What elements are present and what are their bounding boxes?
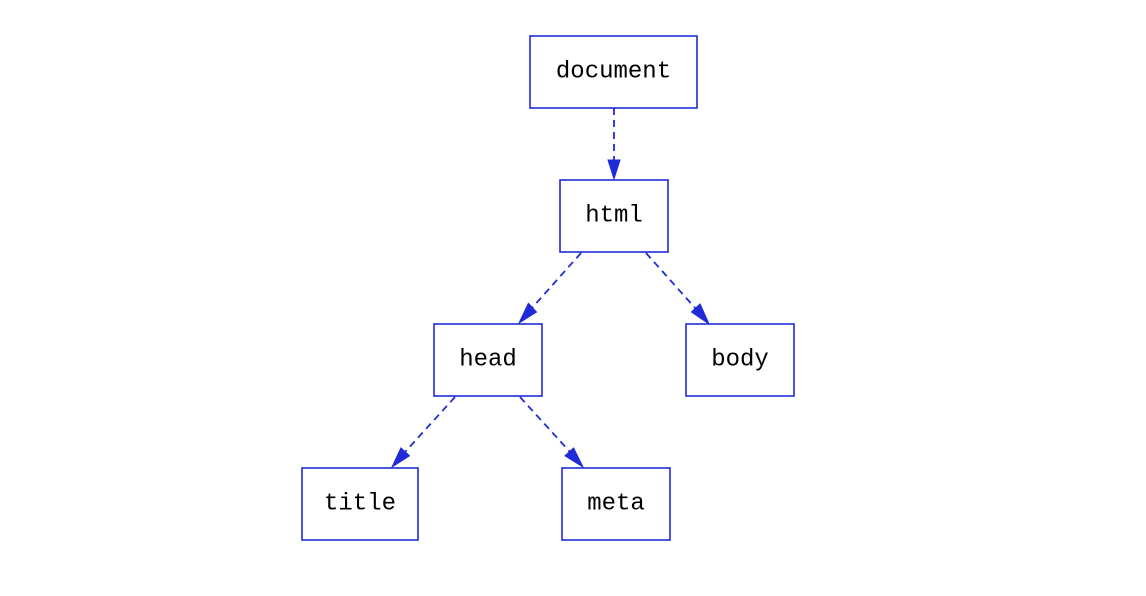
edge-html-head [517, 252, 582, 325]
node-html[interactable]: html [559, 179, 669, 253]
node-head[interactable]: head [433, 323, 543, 397]
edge-html-body [645, 252, 711, 326]
edge-document-html [607, 108, 621, 181]
node-box [685, 323, 795, 397]
node-body[interactable]: body [685, 323, 795, 397]
node-box [561, 467, 671, 541]
edge-head-title [390, 396, 456, 469]
node-meta[interactable]: meta [561, 467, 671, 541]
node-label: document [556, 59, 671, 86]
edge-head-meta [519, 396, 585, 469]
node-label: html [585, 203, 643, 230]
node-label: head [459, 347, 517, 374]
node-box [301, 467, 419, 541]
node-document[interactable]: document [529, 35, 698, 109]
node-label: title [324, 491, 396, 518]
edges [390, 108, 711, 469]
node-label: meta [587, 491, 645, 518]
node-box [433, 323, 543, 397]
node-box [529, 35, 698, 109]
node-title[interactable]: title [301, 467, 419, 541]
node-box [559, 179, 669, 253]
node-label: body [711, 347, 769, 374]
